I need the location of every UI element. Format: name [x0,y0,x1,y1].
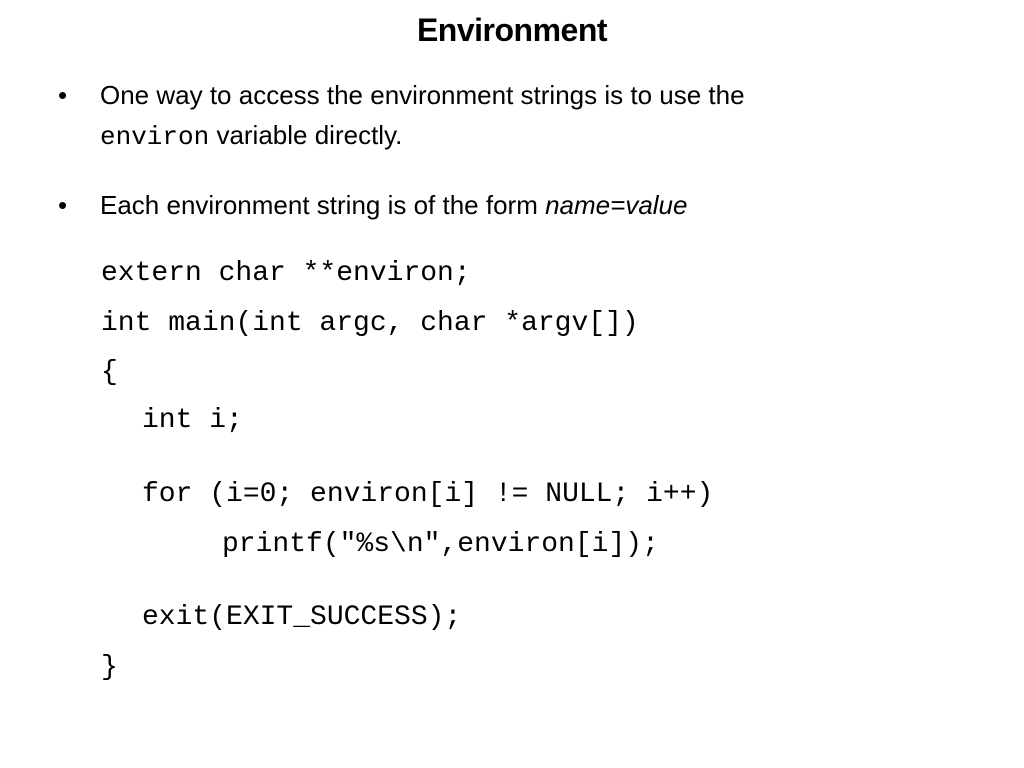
bullet-marker: • [58,80,68,110]
bullet-text-part: variable directly. [209,120,403,150]
bullet-text-part: One way to access the environment string… [100,80,745,110]
inline-code: environ [100,122,210,152]
code-line: for (i=0; environ[i] != NULL; i++) [142,479,714,510]
bullet-text: Each environment string is of the form n… [100,185,960,225]
code-line: } [101,652,118,683]
code-line: printf("%s\n",environ[i]); [222,529,659,560]
code-line: { [101,357,118,388]
code-line: int i; [142,405,243,436]
bullet-marker: • [58,190,68,220]
code-line: extern char **environ; [101,258,471,289]
slide-title: Environment [416,12,608,48]
emphasis-name-value: name=value [545,190,688,220]
bullet-text: One way to access the environment string… [100,75,960,157]
code-line: int main(int argc, char *argv[]) [101,308,639,339]
code-line: exit(EXIT_SUCCESS); [142,602,462,633]
bullet-text-part: Each environment string is of the form [100,190,546,220]
